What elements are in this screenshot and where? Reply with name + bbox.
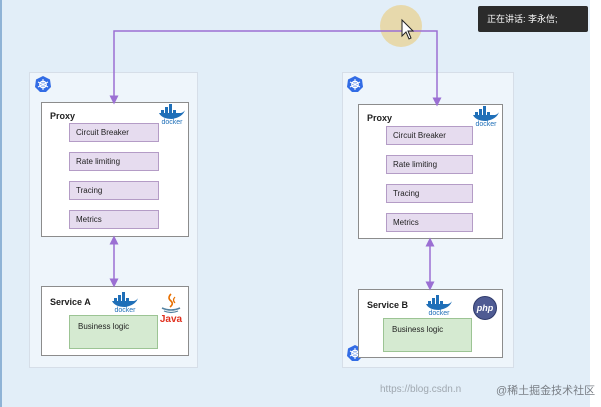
- business-logic-box: Business logic: [383, 318, 472, 352]
- service-title: Service A: [50, 297, 91, 307]
- proxy-title: Proxy: [367, 113, 393, 123]
- cursor-highlight: [380, 5, 422, 47]
- proxy-box-right: Proxy docker Circuit Breaker Rate limiti…: [358, 104, 503, 239]
- speaker-toast: 正在讲话: 李永信;: [478, 6, 588, 32]
- php-logo-text: php: [476, 303, 494, 313]
- service-title: Service B: [367, 300, 409, 310]
- kubernetes-icon: [35, 76, 51, 92]
- docker-label: docker: [161, 119, 183, 126]
- docker-label: docker: [475, 121, 497, 128]
- docker-label: docker: [428, 310, 450, 317]
- docker-icon: docker: [471, 106, 501, 130]
- watermark-author: @稀土掘金技术社区: [496, 385, 596, 397]
- docker-icon: docker: [110, 292, 140, 316]
- business-logic-box: Business logic: [69, 315, 158, 349]
- proxy-feature-metrics: Metrics: [69, 210, 159, 229]
- cursor-icon: [401, 18, 415, 40]
- java-logo-text: Java: [159, 314, 183, 325]
- docker-icon: docker: [424, 295, 454, 319]
- proxy-feature-metrics: Metrics: [386, 213, 473, 232]
- proxy-feature-rate-limiting: Rate limiting: [386, 155, 473, 174]
- docker-label: docker: [114, 307, 136, 314]
- proxy-feature-rate-limiting: Rate limiting: [69, 152, 159, 171]
- service-box-right: Service B docker php Business logic: [358, 289, 503, 358]
- proxy-feature-circuit-breaker: Circuit Breaker: [69, 123, 159, 142]
- proxy-title: Proxy: [50, 111, 76, 121]
- proxy-feature-tracing: Tracing: [386, 184, 473, 203]
- watermark-url: https://blog.csdn.n: [380, 384, 462, 395]
- window-edge-right: [590, 0, 601, 407]
- proxy-feature-circuit-breaker: Circuit Breaker: [386, 126, 473, 145]
- proxy-feature-tracing: Tracing: [69, 181, 159, 200]
- window-edge-left: [0, 0, 2, 407]
- java-icon: Java: [156, 293, 186, 327]
- kubernetes-icon: [347, 76, 363, 92]
- php-icon: php: [473, 296, 497, 320]
- proxy-box-left: Proxy docker Circuit Breaker Rate limiti…: [41, 102, 189, 237]
- proxy-to-proxy-arrow: [109, 30, 442, 107]
